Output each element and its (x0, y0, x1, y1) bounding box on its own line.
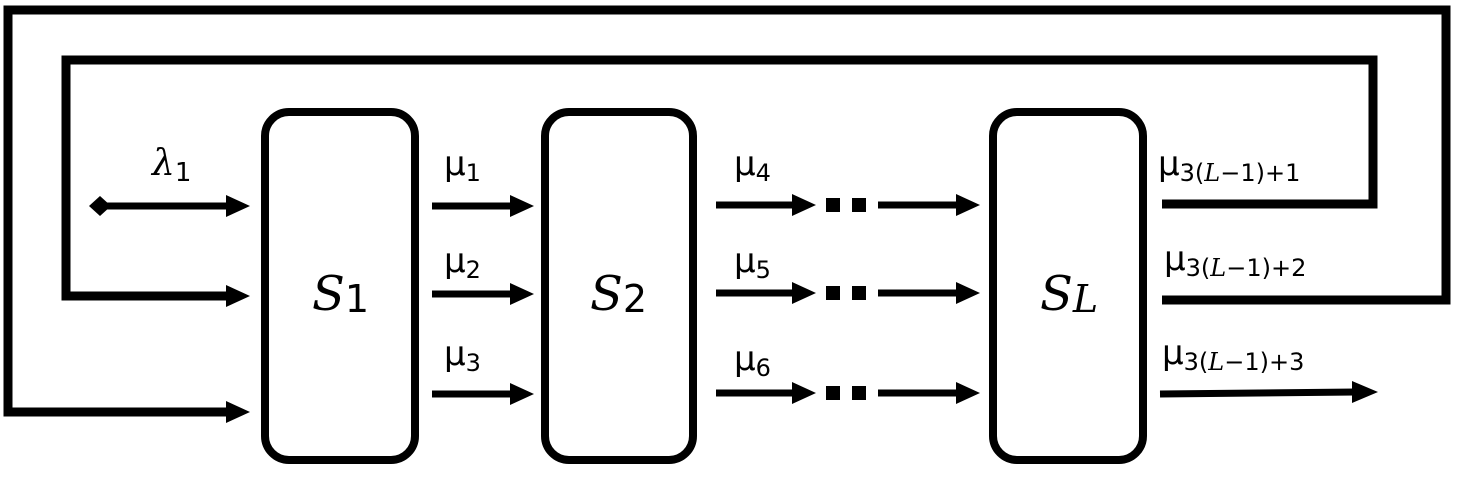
rate-label-mu3: μ3 (444, 334, 481, 377)
output-label-3: μ3(L−1)+3 (1162, 333, 1304, 376)
arrow-s1-s2-top (432, 195, 534, 217)
arrow-s2-dots-mid (716, 282, 816, 304)
node-s1 (261, 108, 419, 464)
ellipsis-mid (826, 286, 866, 300)
arrow-s1-s2-mid (432, 283, 534, 305)
node-sL (989, 108, 1147, 464)
arrow-dots-sL-mid (878, 282, 980, 304)
node-s2-label: S2 (590, 266, 647, 322)
node-sL-label: SL (1040, 266, 1098, 322)
arrow-feedback-s1-bottom (226, 401, 250, 423)
arrow-s2-dots-top (716, 194, 816, 216)
arrow-s2-dots-bottom (716, 382, 816, 404)
rate-label-mu4: μ4 (734, 144, 771, 187)
arrow-s1-s2-bottom (432, 383, 534, 405)
arrow-input-s1-top (100, 195, 250, 217)
rate-label-mu1: μ1 (444, 144, 481, 187)
arrow-dots-sL-top (878, 194, 980, 216)
ellipsis-bottom (826, 386, 866, 400)
output-label-2: μ3(L−1)+2 (1164, 239, 1306, 282)
arrow-sL-exit (1159, 381, 1378, 403)
rate-label-mu2: μ2 (444, 241, 481, 284)
node-s2 (541, 108, 697, 464)
rate-label-mu5: μ5 (734, 241, 771, 284)
node-s1-label: S1 (312, 266, 369, 322)
feedback-wire-outer (3, 5, 1451, 417)
ellipsis-top (826, 198, 866, 212)
rate-label-mu6: μ6 (734, 339, 771, 382)
input-rate-label: λ1 (150, 143, 191, 188)
arrow-feedback-s1-mid (226, 285, 250, 307)
feedback-wire-inner (61, 55, 1378, 301)
arrow-dots-sL-bottom (878, 382, 980, 404)
output-label-1: μ3(L−1)+1 (1158, 144, 1300, 187)
